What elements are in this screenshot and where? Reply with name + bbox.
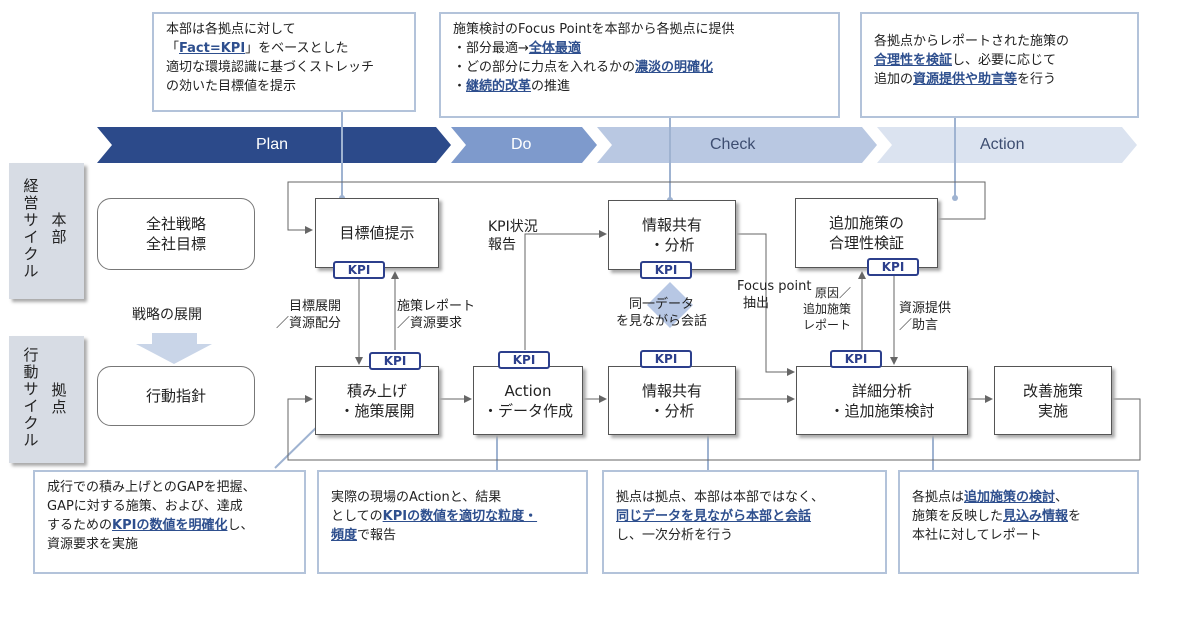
kpi-badge-info-bottom: KPI xyxy=(640,350,692,368)
callout-bottom-detail: 各拠点は追加施策の検討、 施策を反映した見込み情報を 本社に対してレポート xyxy=(898,470,1139,574)
callout-do-top: 施策検討のFocus Pointを本部から各拠点に提供 ・部分最適→全体最適 ・… xyxy=(439,12,840,118)
side-label-management-cycle: 経営サイクル xyxy=(23,177,39,280)
label-resource-advice: 資源提供／助言 xyxy=(899,301,952,333)
callout-bottom-stack: 成行での積み上げとのGAPを把握、 GAPに対する施策、および、達成 するための… xyxy=(33,470,306,574)
label-measure-report: 施策レポート／資源要求 xyxy=(397,299,476,331)
callout-plan-top: 本部は各拠点に対して 「Fact=KPI」をベースとした 適切な環境認識に基づく… xyxy=(152,12,416,112)
kpi-badge-detail: KPI xyxy=(830,350,882,368)
phase-plan-label: Plan xyxy=(256,136,289,153)
phase-chevron-action xyxy=(877,127,1137,163)
kpi-badge-target: KPI xyxy=(333,261,385,279)
label-strategy-deploy: 戦略の展開 xyxy=(132,307,202,323)
kpi-badge-action: KPI xyxy=(498,351,550,369)
box-info-share-top: 情報共有・分析 xyxy=(608,200,736,270)
strategy-down-arrow xyxy=(136,333,212,364)
box-stack-up: 積み上げ・施策展開 xyxy=(315,366,439,435)
phase-do-label: Do xyxy=(511,136,532,153)
side-label-hq-cycle xyxy=(9,163,84,299)
phase-chevron-check xyxy=(597,127,877,163)
box-target-presentation: 目標値提示 xyxy=(315,198,439,268)
label-same-data: 同一データを見ながら会話 xyxy=(616,297,708,329)
phase-chevron-do xyxy=(451,127,597,163)
phase-chevron-plan xyxy=(97,127,451,163)
callout-bottom-info: 拠点は拠点、本部は本部ではなく、 同じデータを見ながら本部と会話 し、一次分析を… xyxy=(602,470,887,574)
box-info-share-bottom: 情報共有・分析 xyxy=(608,366,736,435)
kpi-badge-info-top: KPI xyxy=(640,261,692,279)
box-improvement: 改善施策実施 xyxy=(994,366,1112,435)
box-company-strategy: 全社戦略全社目標 xyxy=(97,198,255,270)
side-label-site-cycle xyxy=(9,336,84,463)
label-cause-report: 原因／追加施策レポート xyxy=(803,286,852,332)
box-verify-additional: 追加施策の合理性検証 xyxy=(795,198,938,268)
box-detail-analysis: 詳細分析・追加施策検討 xyxy=(796,366,968,435)
same-data-double-arrow xyxy=(647,282,693,328)
side-label-hq: 本部 xyxy=(51,211,67,246)
label-target-deploy: 目標展開／資源配分 xyxy=(276,299,342,331)
kpi-badge-stack: KPI xyxy=(369,352,421,370)
callout-action-top: 各拠点からレポートされた施策の 合理性を検証し、必要に応じて 追加の資源提供や助… xyxy=(860,12,1139,118)
kpi-badge-verify: KPI xyxy=(867,258,919,276)
phase-action-label: Action xyxy=(980,136,1025,153)
callout-bottom-action: 実際の現場のActionと、結果 としてのKPIの数値を適切な粒度・ 頻度で報告 xyxy=(317,470,588,574)
side-label-site: 拠点 xyxy=(51,381,67,416)
side-label-action-cycle: 行動サイクル xyxy=(23,346,39,449)
phase-check-label: Check xyxy=(710,136,756,153)
box-action-data: Action・データ作成 xyxy=(473,366,583,435)
label-kpi-status: KPI状況報告 xyxy=(488,219,538,253)
box-action-guideline: 行動指針 xyxy=(97,366,255,426)
